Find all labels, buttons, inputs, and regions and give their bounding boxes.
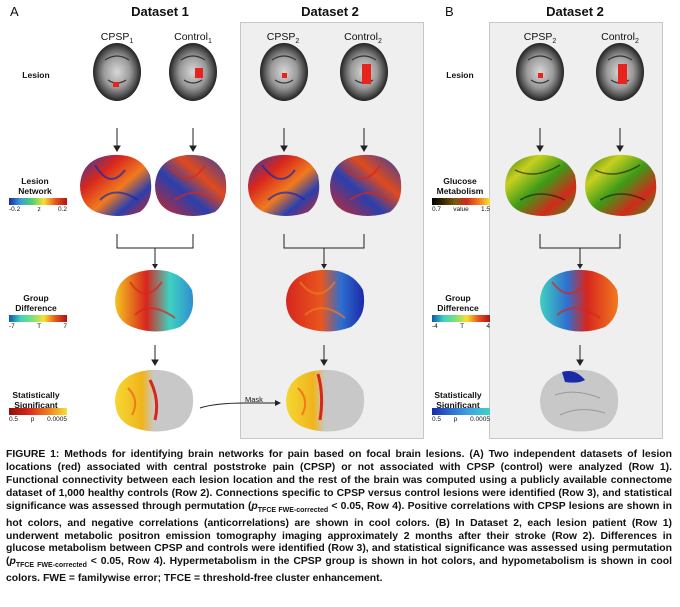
scale-max: 0.0005 (470, 416, 490, 423)
scale-min: 0.5 (9, 416, 19, 423)
axial-slice-cpsp2-b (516, 43, 564, 101)
scale-min: -4 (432, 323, 438, 330)
scale-mid: T (37, 323, 42, 330)
scale-bar (432, 408, 490, 415)
row-label-stat-sig-b: Statistically Significant (434, 390, 482, 410)
brain-group-diff-a2 (286, 269, 365, 332)
scale-mid: T (460, 323, 465, 330)
row-label-glucose: Glucose Metabolism (436, 176, 484, 196)
axial-slice-cpsp2 (260, 43, 308, 101)
scale-group-diff-b: -4 T 4 (432, 315, 490, 330)
axial-slice-control2 (340, 43, 388, 101)
col-label-cpsp2-b: CPSP2 (523, 31, 557, 46)
brain-stat-sig-a1 (115, 369, 194, 432)
dataset2-title-b: Dataset 2 (546, 4, 604, 19)
scale-bar (9, 315, 67, 322)
scale-max: 0.0005 (47, 416, 67, 423)
axial-slice-control2-b (596, 43, 644, 101)
scale-mid: p (453, 416, 458, 423)
brain-network-cpsp2 (248, 154, 320, 216)
scale-max: 1.5 (480, 206, 490, 213)
brain-network-control1 (155, 154, 227, 216)
arrowheads-row2 (152, 264, 583, 269)
panel-letter-a: A (10, 4, 19, 19)
scale-min: 0.5 (432, 416, 442, 423)
mask-label: Mask (245, 395, 263, 404)
scale-max: 7 (63, 323, 67, 330)
scale-stat-sig-b: 0.5 p 0.0005 (432, 408, 490, 423)
dataset1-title: Dataset 1 (131, 4, 189, 19)
col-label-control1: Control1 (174, 31, 212, 46)
row-label-group-diff-a: Group Difference (15, 293, 57, 313)
scale-mid: value (453, 206, 469, 213)
panel-letter-b: B (445, 4, 454, 19)
brain-glucose-cpsp2 (505, 154, 577, 216)
row-label-lesion-a: Lesion (22, 70, 50, 80)
scale-glucose: 0.7 value 1.5 (432, 198, 490, 213)
mask-arrow (199, 400, 281, 409)
scale-min: -7 (9, 323, 15, 330)
scale-max: 4 (486, 323, 490, 330)
scale-bar (9, 198, 67, 205)
brain-network-cpsp1 (80, 154, 152, 216)
col-label-control2-b: Control2 (601, 31, 639, 46)
scale-mid: p (30, 416, 35, 423)
row-label-group-diff-b: Group Difference (437, 293, 479, 313)
connectors-row2 (116, 234, 621, 264)
row-label-lesion-network: Lesion Network (18, 176, 52, 196)
axial-slice-cpsp1 (93, 43, 141, 101)
axial-slice-control1 (169, 43, 217, 101)
col-label-cpsp1: CPSP1 (100, 31, 134, 46)
scale-group-diff-a: -7 T 7 (9, 315, 67, 330)
scale-max: 0.2 (57, 206, 67, 213)
figure-caption: FIGURE 1: Methods for identifying brain … (6, 449, 672, 585)
scale-bar (432, 315, 490, 322)
brain-network-control2 (330, 154, 402, 216)
scale-bar (9, 408, 67, 415)
scale-bar (432, 198, 490, 205)
scale-lesion-network: -0.2 z 0.2 (9, 198, 67, 213)
brain-stat-sig-a2 (286, 369, 365, 432)
col-label-cpsp2: CPSP2 (266, 31, 300, 46)
arrows-row3 (151, 345, 584, 366)
figure-illustration (80, 43, 657, 432)
scale-stat-sig-a: 0.5 p 0.0005 (9, 408, 67, 423)
brain-group-diff-b (540, 269, 619, 332)
col-label-control2: Control2 (344, 31, 382, 46)
scale-mid: z (37, 206, 41, 213)
row-label-lesion-b: Lesion (446, 70, 474, 80)
scale-min: -0.2 (9, 206, 21, 213)
dataset2-title-a: Dataset 2 (301, 4, 359, 19)
brain-glucose-control2 (585, 154, 657, 216)
arrows-row1 (113, 128, 624, 152)
row-label-stat-sig-a: Statistically Significant (12, 390, 60, 410)
brain-stat-sig-b (540, 369, 619, 432)
brain-group-diff-a1 (115, 269, 194, 332)
scale-min: 0.7 (432, 206, 442, 213)
